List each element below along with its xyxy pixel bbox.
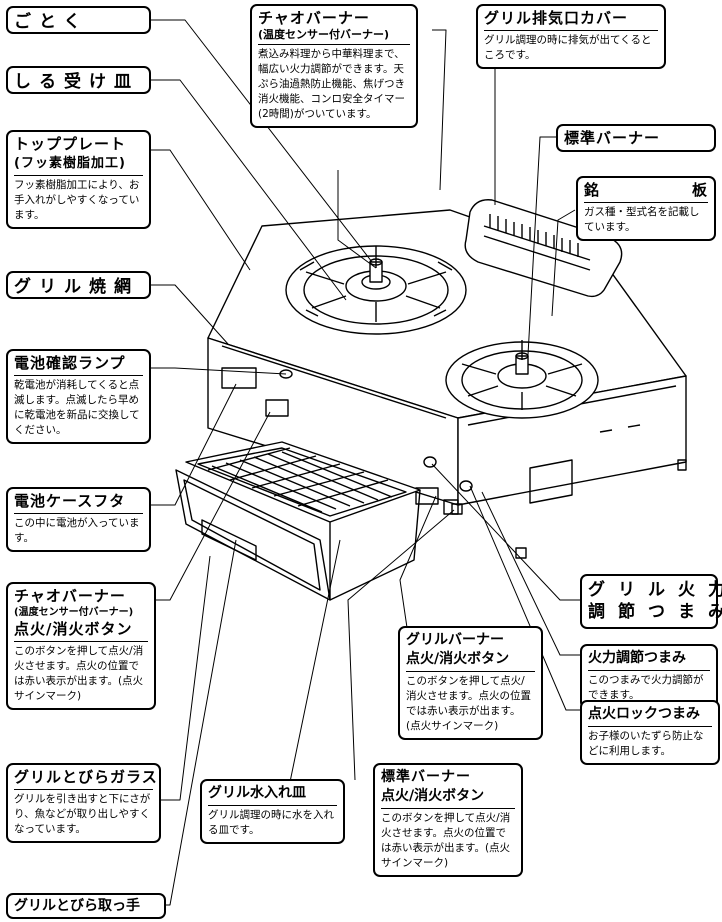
label-chao-button: チャオバーナー (温度センサー付バーナー) 点火/消火ボタン このボタンを押して… — [6, 582, 156, 710]
standard-burner — [445, 340, 599, 419]
stove-foot — [515, 547, 527, 559]
label-title-row: 銘 板 — [584, 181, 708, 200]
stove-foot — [451, 503, 463, 515]
label-title: 火力調節つまみ — [588, 650, 686, 666]
label-desc: この中に電池が入っています。 — [14, 513, 143, 546]
label-heat-knob: 火力調節つまみ このつまみで火力調節ができます。 — [580, 644, 718, 709]
chao-ignition-button — [265, 399, 289, 417]
label-std-button: 標準バーナー 点火/消火ボタン このボタンを押して点火/消火させます。点火の位置… — [373, 763, 523, 877]
label-title-line1: グリル火力 — [588, 580, 722, 600]
label-grill-burner-button: グリルバーナー 点火/消火ボタン このボタンを押して点火/消火させます。点火の位… — [398, 626, 543, 740]
label-title: トッププレート — [14, 135, 127, 153]
label-title2: 点火/消火ボタン — [14, 620, 133, 638]
label-desc: お子様のいたずら防止などに利用します。 — [588, 726, 712, 759]
label-desc: フッ素樹脂加工により、お手入れがしやすくなっています。 — [14, 175, 143, 223]
label-desc: ガス種・型式名を記載しています。 — [584, 202, 708, 235]
label-grill-exhaust: グリル排気口カバー グリル調理の時に排気が出てくるところです。 — [476, 4, 666, 69]
label-battery-lamp: 電池確認ランプ 乾電池が消耗してくると点滅します。点滅したら早めに乾電池を新品に… — [6, 349, 151, 444]
label-desc: このボタンを押して点火/消火させます。点火の位置では赤い表示が出ます。(点火サイ… — [381, 808, 515, 871]
label-title: グリルとびらガラス — [14, 768, 158, 786]
label-shiru-ukezara: しる受け皿 — [6, 66, 151, 94]
label-gotoku: ごとく — [6, 6, 151, 34]
label-title: ごとく — [14, 12, 89, 32]
label-title-left: 銘 — [584, 181, 601, 199]
battery-case-part — [221, 367, 257, 389]
label-title: グリル排気口カバー — [484, 9, 629, 27]
nameplate-sticker — [529, 459, 573, 504]
stove-foot — [677, 459, 687, 471]
label-grill-knob: グリル火力 調節つまみ — [580, 574, 722, 629]
grill-heat-knob — [423, 456, 437, 468]
label-subtitle: (フッ素樹脂加工) — [14, 156, 126, 171]
label-desc: グリル調理の時に水を入れる皿です。 — [208, 805, 337, 838]
label-title: 標準バーナー — [381, 769, 471, 785]
label-title2: 点火/消火ボタン — [406, 651, 510, 667]
grill-exhaust-cover — [464, 199, 623, 298]
label-desc: グリルを引き出すと下にさがり、魚などが取り出しやすくなっています。 — [14, 789, 153, 837]
label-title: 電池確認ランプ — [14, 354, 126, 372]
label-chao-burner: チャオバーナー (温度センサー付バーナー) 煮込み料理から中華料理まで、幅広い火… — [250, 4, 418, 128]
label-desc: このボタンを押して点火/消火させます。点火の位置では赤い表示が出ます。(点火サイ… — [14, 641, 148, 704]
label-subtitle: (温度センサー付バーナー) — [14, 607, 134, 618]
label-title2: 点火/消火ボタン — [381, 788, 485, 804]
label-title: しる受け皿 — [14, 72, 139, 92]
label-grill-net: グリル焼網 — [6, 271, 151, 299]
label-grill-handle: グリルとびら取っ手 — [6, 893, 166, 919]
label-top-plate: トッププレート (フッ素樹脂加工) フッ素樹脂加工により、お手入れがしやすくなっ… — [6, 130, 151, 229]
label-title: グリルとびら取っ手 — [14, 898, 140, 914]
label-title: グリル焼網 — [14, 277, 139, 297]
label-title: 点火ロックつまみ — [588, 706, 700, 722]
label-title: チャオバーナー — [14, 587, 126, 605]
label-title: グリル水入れ皿 — [208, 785, 306, 801]
label-desc: 煮込み料理から中華料理まで、幅広い火力調節ができます。天ぷら油過熱防止機能、焦げ… — [258, 44, 410, 122]
label-desc: このボタンを押して点火/消火させます。点火の位置では赤い表示が出ます。(点火サイ… — [406, 671, 535, 734]
lock-knob — [459, 480, 473, 492]
label-title: グリルバーナー — [406, 632, 504, 648]
label-nameplate: 銘 板 ガス種・型式名を記載しています。 — [576, 176, 716, 241]
label-desc: グリル調理の時に排気が出てくるところです。 — [484, 30, 658, 63]
label-title-line2: 調節つまみ — [588, 602, 722, 622]
chao-burner — [285, 245, 467, 335]
label-battery-cover: 電池ケースフタ この中に電池が入っています。 — [6, 487, 151, 552]
label-title: 標準バーナー — [564, 129, 661, 147]
label-subtitle: (温度センサー付バーナー) — [258, 28, 390, 41]
label-desc: 乾電池が消耗してくると点滅します。点滅したら早めに乾電池を新品に交換してください… — [14, 375, 143, 438]
label-grill-glass: グリルとびらガラス グリルを引き出すと下にさがり、魚などが取り出しやすくなってい… — [6, 763, 161, 843]
label-title: チャオバーナー — [258, 9, 370, 27]
std-ignition-button — [443, 499, 459, 515]
grill-ignition-button — [415, 487, 439, 505]
label-std-burner: 標準バーナー — [556, 124, 716, 152]
label-title: 電池ケースフタ — [14, 492, 126, 510]
label-lock-knob: 点火ロックつまみ お子様のいたずら防止などに利用します。 — [580, 700, 720, 765]
label-desc: このつまみで火力調節ができます。 — [588, 670, 710, 703]
label-water-tray: グリル水入れ皿 グリル調理の時に水を入れる皿です。 — [200, 779, 345, 844]
label-title-right: 板 — [691, 181, 708, 199]
